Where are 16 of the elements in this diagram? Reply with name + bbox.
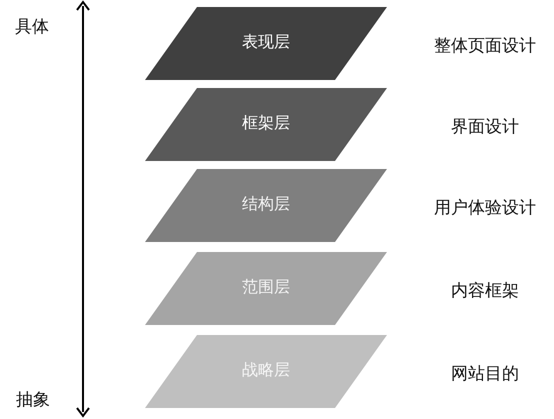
axis-label: 具体 [15,16,49,38]
layer-description: 用户体验设计 [434,197,536,219]
layer-description: 界面设计 [451,116,519,138]
layer-label: 结构层 [241,194,291,214]
layer-parallelogram [145,88,387,161]
layer-description: 整体页面设计 [434,35,536,57]
layer-description: 网站目的 [451,363,519,385]
layer-label: 表现层 [241,32,291,52]
layer-parallelogram [145,252,387,325]
layer-parallelogram [145,335,387,408]
axis-label: 抽象 [16,389,50,411]
layer-parallelogram [145,7,387,80]
layer-label: 范围层 [241,276,291,296]
layer-label: 框架层 [241,112,291,132]
layer-description: 内容框架 [451,280,519,302]
layer-parallelogram [145,169,387,242]
